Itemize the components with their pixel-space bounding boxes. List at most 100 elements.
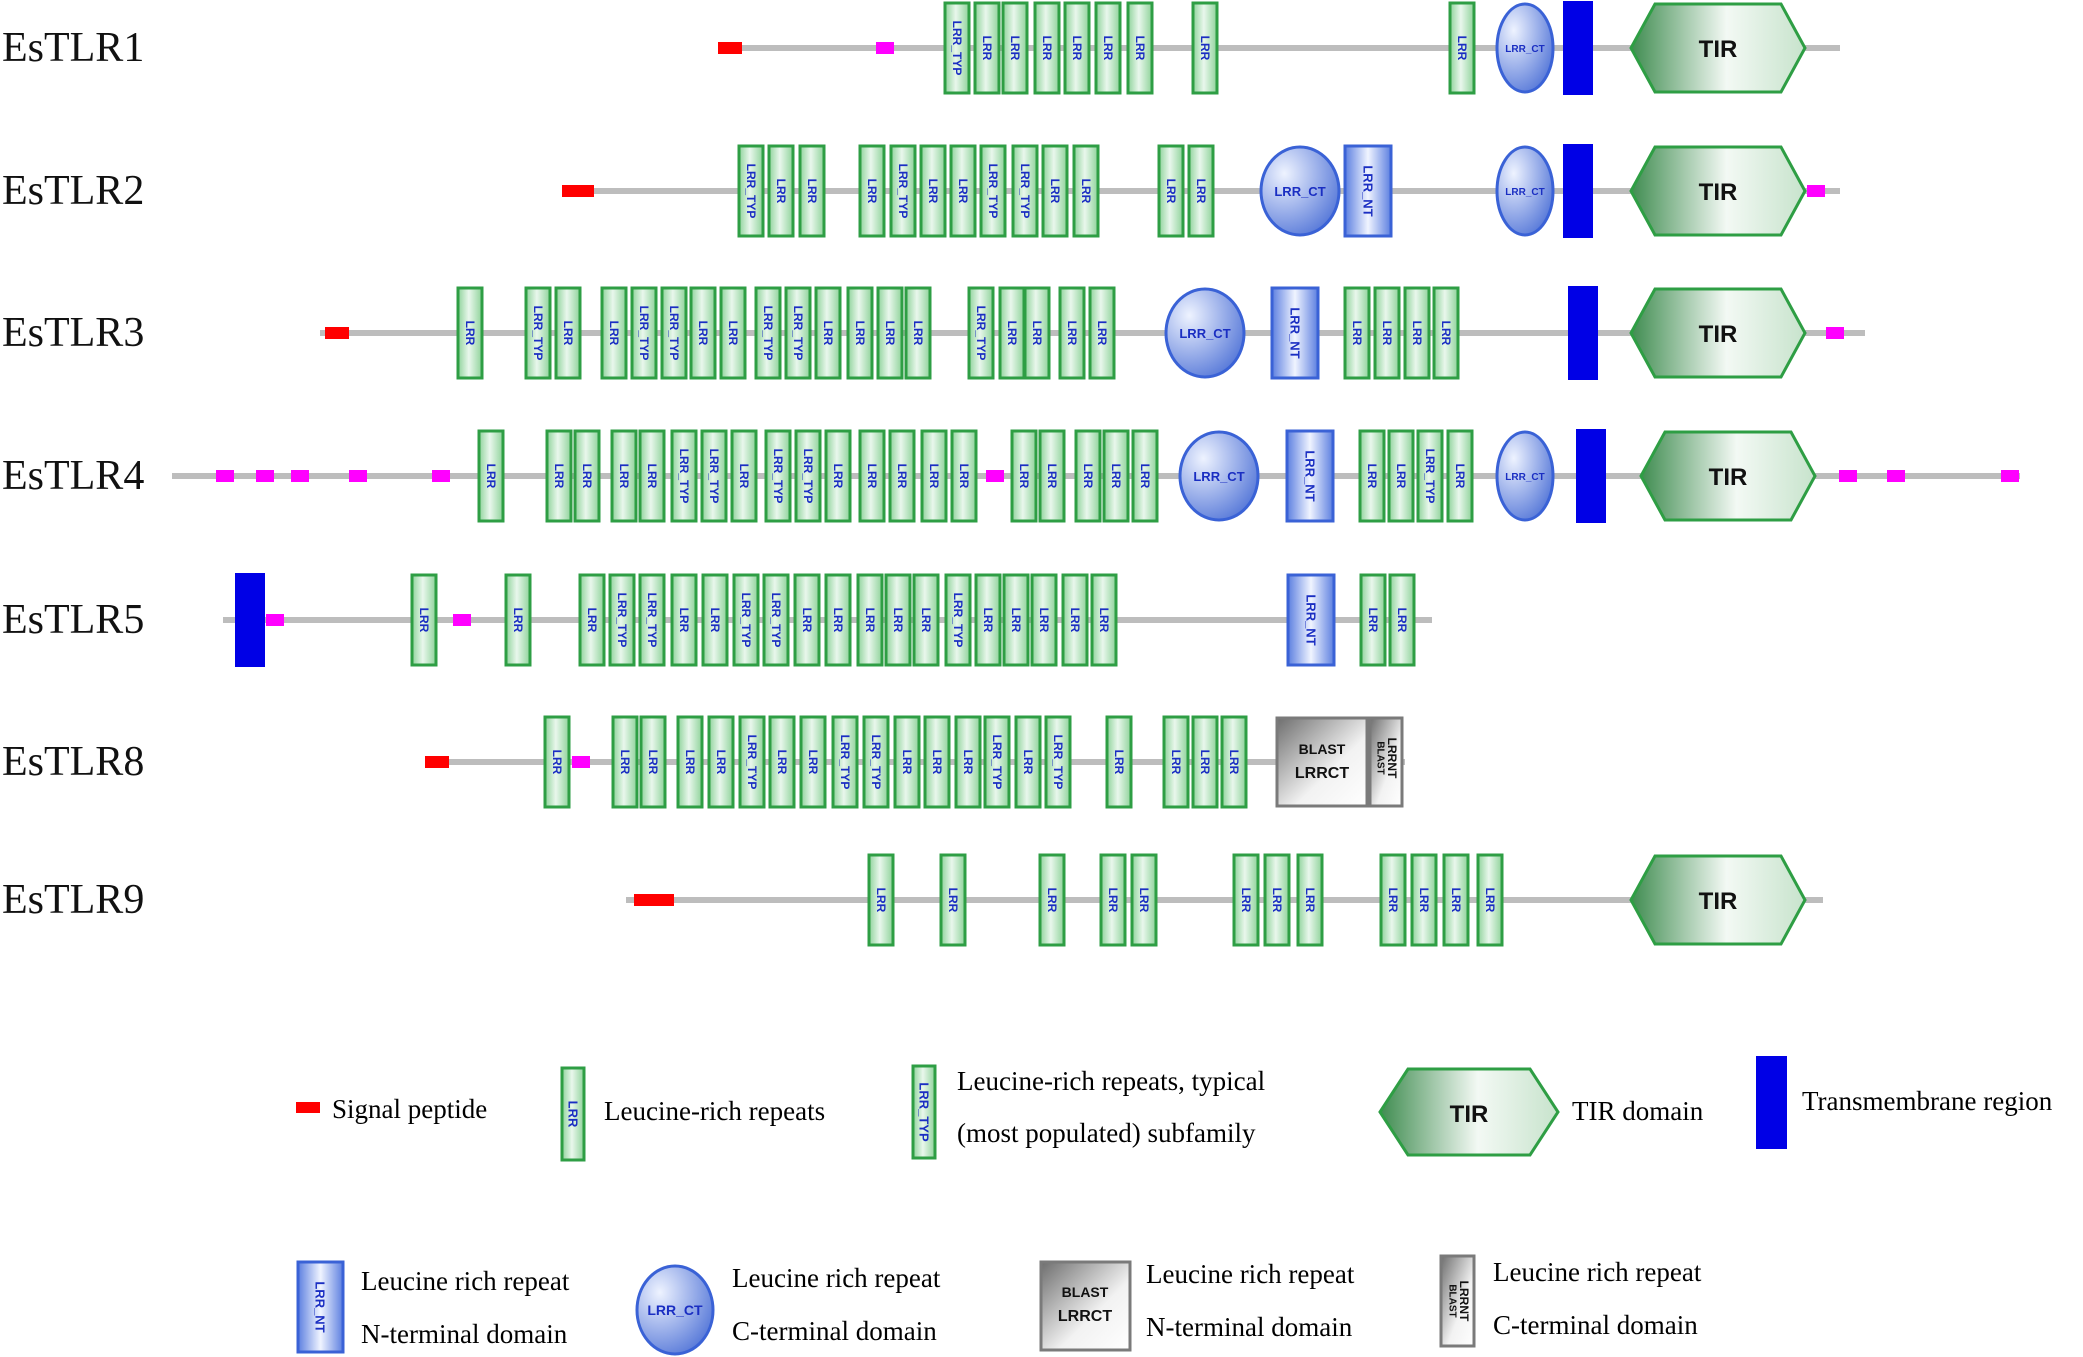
legend-blast-lrrct: BLAST LRRCT Leucine rich repeat N-termin… bbox=[1039, 1259, 1355, 1352]
lrr-domain bbox=[1343, 286, 1371, 380]
protein-name: EsTLR2 bbox=[2, 168, 144, 214]
lrr-domain-label: LRR bbox=[926, 179, 940, 204]
lrr-domain bbox=[1001, 1, 1029, 95]
lrr-typ-domain-label: LRR_TYP bbox=[974, 306, 988, 361]
lrr-typ-domain bbox=[784, 286, 812, 380]
lrr-domain-label: LRR bbox=[463, 321, 477, 346]
lrr-domain bbox=[410, 573, 438, 667]
lrr-domain-label: LRR bbox=[683, 750, 697, 775]
low-complexity-region bbox=[876, 42, 894, 54]
transmembrane-region bbox=[1563, 1, 1593, 95]
lrr-typ-domain bbox=[762, 573, 790, 667]
lrr-domain-label: LRR bbox=[1164, 179, 1178, 204]
legend-blast-lrrnt-label-1: Leucine rich repeat bbox=[1493, 1257, 1702, 1287]
lrr-typ-domain bbox=[943, 1, 971, 95]
lrr-domain bbox=[1102, 429, 1130, 523]
lrr-typ-domain-label: LRR_TYP bbox=[838, 735, 852, 790]
legend-tir-swatch-label: TIR bbox=[1450, 1101, 1489, 1128]
lrr-domain-label: LRR bbox=[961, 750, 975, 775]
low-complexity-region bbox=[266, 614, 284, 626]
lrr-domain-label: LRR bbox=[865, 179, 879, 204]
lrr-domain bbox=[1010, 429, 1038, 523]
legend-tir-swatch bbox=[1378, 1067, 1560, 1157]
lrr-domain bbox=[1088, 286, 1116, 380]
lrr-domain-label: LRR bbox=[550, 750, 564, 775]
lrr-typ-domain bbox=[638, 573, 666, 667]
lrr-typ-domain-label: LRR_TYP bbox=[645, 593, 659, 648]
lrr-ct-domain bbox=[1259, 145, 1341, 237]
low-complexity-region bbox=[986, 470, 1004, 482]
lrr-domain-label: LRR bbox=[957, 464, 971, 489]
lrr-typ-domain bbox=[1011, 144, 1039, 238]
transmembrane-region bbox=[1576, 429, 1606, 523]
lrr-domain-label: LRR bbox=[1037, 608, 1051, 633]
lrr-domain bbox=[638, 429, 666, 523]
legend-tm-swatch bbox=[1756, 1056, 1787, 1149]
lrr-typ-domain-label: LRR_TYP bbox=[771, 449, 785, 504]
lrr-domain bbox=[824, 573, 852, 667]
lrr-domain-label: LRR bbox=[1394, 464, 1408, 489]
lrr-typ-domain-label: LRR_TYP bbox=[667, 306, 681, 361]
legend-blast-lrrct-swatch bbox=[1039, 1260, 1132, 1352]
lrr-domain-label: LRR bbox=[646, 750, 660, 775]
lrr-domain-label: LRR bbox=[1109, 464, 1123, 489]
lrr-domain-label: LRR bbox=[417, 608, 431, 633]
lrr-domain-label: LRR bbox=[956, 179, 970, 204]
lrr-domain-label: LRR bbox=[930, 750, 944, 775]
lrr-domain-label: LRR bbox=[775, 750, 789, 775]
protein-name: EsTLR4 bbox=[2, 453, 144, 499]
lrr-domain bbox=[1296, 853, 1324, 947]
lrr-typ-domain bbox=[660, 286, 688, 380]
lrr-domain-label: LRR bbox=[1106, 888, 1120, 913]
lrr-typ-domain-label: LRR_TYP bbox=[791, 306, 805, 361]
legend-signal-peptide: Signal peptide bbox=[296, 1094, 487, 1124]
backbone-line bbox=[626, 897, 1823, 903]
protein-name: EsTLR8 bbox=[2, 739, 144, 785]
lrr-domain-label: LRR bbox=[1048, 179, 1062, 204]
lrr-domain bbox=[670, 573, 698, 667]
lrr-domain-label: LRR bbox=[580, 464, 594, 489]
lrr-domain-label: LRR bbox=[1040, 36, 1054, 61]
lrr-domain-label: LRR bbox=[1008, 36, 1022, 61]
lrr-domain bbox=[856, 573, 884, 667]
lrr-typ-domain-label: LRR_TYP bbox=[761, 306, 775, 361]
lrr-domain-label: LRR bbox=[891, 608, 905, 633]
lrr-domain bbox=[600, 286, 628, 380]
lrr-domain-label: LRR bbox=[863, 608, 877, 633]
lrr-typ-domain bbox=[983, 715, 1011, 809]
lrr-domain bbox=[1090, 573, 1118, 667]
legend-signal-label: Signal peptide bbox=[332, 1094, 487, 1124]
lrr-domain-label: LRR bbox=[1081, 464, 1095, 489]
lrr-typ-domain bbox=[737, 144, 765, 238]
legend-tm-label: Transmembrane region bbox=[1802, 1086, 2053, 1116]
lrr-typ-domain bbox=[670, 429, 698, 523]
lrr-typ-domain bbox=[738, 715, 766, 809]
lrr-domain bbox=[950, 429, 978, 523]
low-complexity-region bbox=[1807, 185, 1825, 197]
lrr-domain bbox=[1373, 286, 1401, 380]
lrr-ct-domain bbox=[1164, 287, 1246, 379]
blast-lrrct-label-1: BLAST bbox=[1299, 741, 1346, 757]
lrr-typ-domain-label: LRR_TYP bbox=[531, 306, 545, 361]
lrr-domain-label: LRR bbox=[1065, 321, 1079, 346]
lrr-domain-label: LRR bbox=[911, 321, 925, 346]
lrr-domain-label: LRR bbox=[1417, 888, 1431, 913]
lrr-typ-domain bbox=[630, 286, 658, 380]
transmembrane-region bbox=[1563, 144, 1593, 238]
lrr-typ-domain bbox=[967, 286, 995, 380]
lrr-domain bbox=[1442, 853, 1470, 947]
lrr-domain-label: LRR bbox=[585, 608, 599, 633]
legend-blast-lrrnt: BLAST LRRNT Leucine rich repeat C-termin… bbox=[1439, 1254, 1702, 1348]
lrr-typ-domain-label: LRR_TYP bbox=[615, 593, 629, 648]
legend-blast-lrrnt-swatch bbox=[1439, 1254, 1476, 1348]
lrr-domain bbox=[1403, 286, 1431, 380]
lrr-domain-label: LRR bbox=[874, 888, 888, 913]
tir-domain bbox=[1629, 287, 1807, 379]
lrr-domain-label: LRR bbox=[1350, 321, 1364, 346]
lrr-typ-domain bbox=[794, 429, 822, 523]
lrr-domain bbox=[1002, 573, 1030, 667]
lrr-domain bbox=[1432, 286, 1460, 380]
lrr-typ-domain bbox=[754, 286, 782, 380]
lrr-typ-domain-label: LRR_TYP bbox=[745, 735, 759, 790]
